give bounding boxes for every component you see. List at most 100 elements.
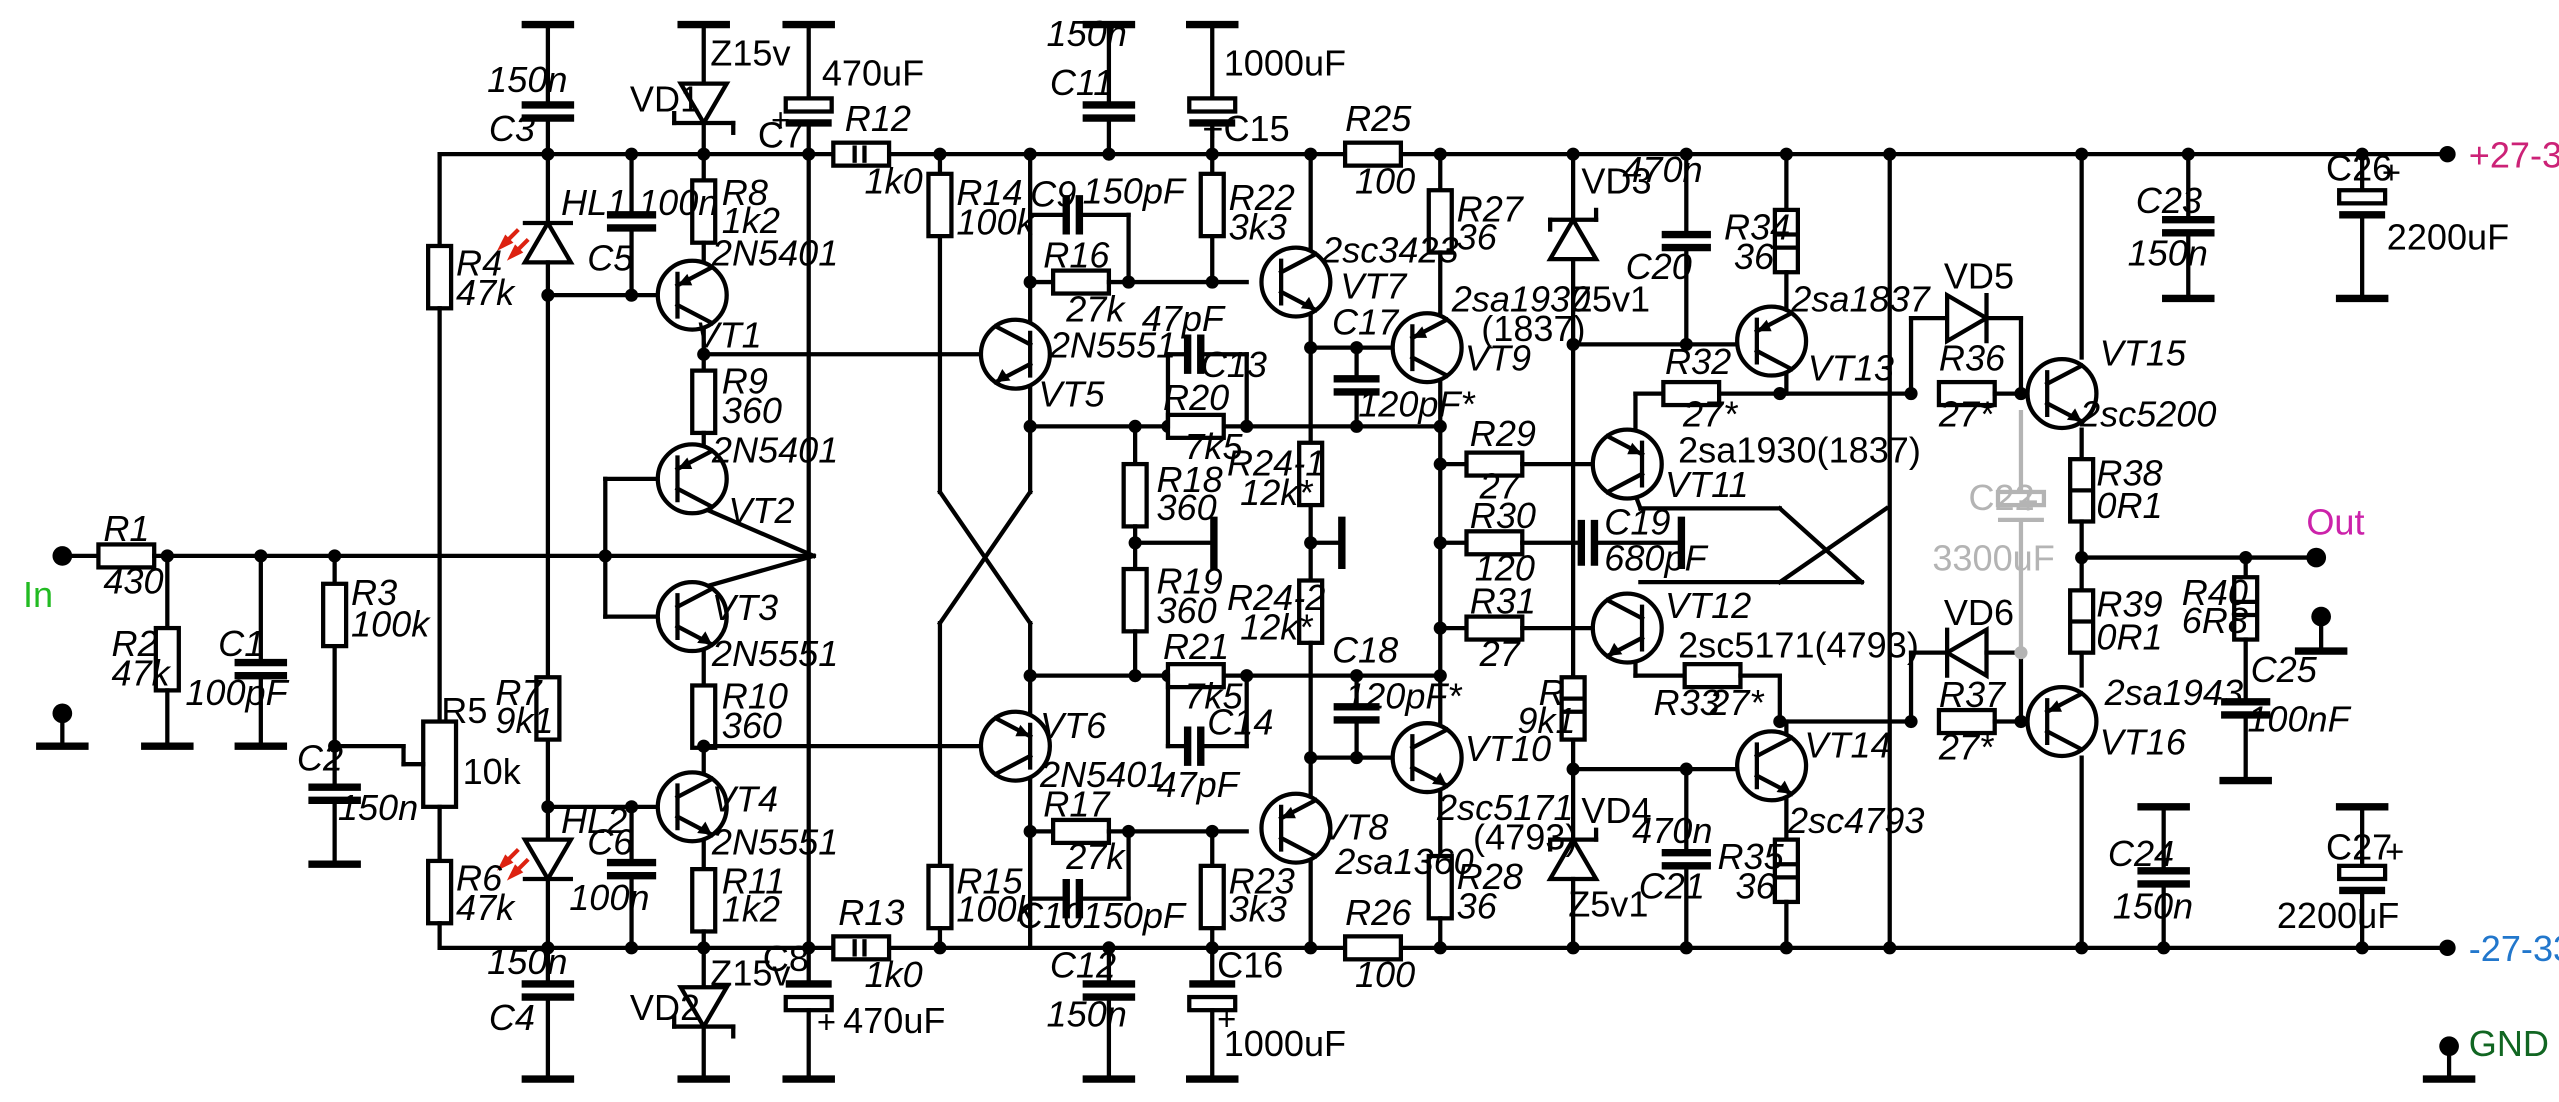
label-labels-c10v: 150pF	[1083, 895, 1187, 936]
label-labels-r30: R30	[1470, 495, 1536, 536]
label-labels-r13v: 1k0	[864, 954, 922, 995]
label-labels-r9: R9	[722, 361, 768, 402]
label-labels-vt10t: 2sc5171	[1436, 787, 1573, 828]
label-labels-c8: C8	[763, 938, 809, 979]
label-labels-c27v: 2200uF	[2277, 895, 2399, 936]
label-labels-hl1: HL1	[561, 182, 627, 223]
label-labels-c12: C12	[1050, 944, 1116, 985]
label-labels-r24-2v: 12k*	[1240, 607, 1314, 648]
label-labels-vt16t: 2sa1943	[2104, 672, 2243, 713]
label-labels-vd1: VD1	[630, 79, 700, 120]
label-labels-r15v: 100k	[956, 889, 1036, 930]
label-labels-vt3: VT3	[712, 587, 778, 628]
svg-text:+: +	[771, 101, 790, 138]
transistor-vt14-icon	[1737, 731, 1806, 800]
label-labels-r10v: 360	[722, 705, 782, 746]
label-labels-r19v: 360	[1156, 590, 1216, 631]
label-labels-r36v: 27*	[1938, 393, 1995, 434]
label-labels-r34v: 36	[1734, 236, 1775, 277]
label-labels-r24-1v: 12k*	[1240, 472, 1314, 513]
label-labels-vt3t: 2N5551	[711, 633, 838, 674]
label-labels-r33v: 27*	[1708, 682, 1765, 723]
label-labels-c8v: 470uF	[843, 1000, 945, 1041]
label-labels-r38v: 0R1	[2096, 485, 2162, 526]
label-labels-r18v: 360	[1156, 487, 1216, 528]
label-labels-rv: 9k1	[1517, 700, 1575, 741]
label-labels-r23: R23	[1229, 861, 1295, 902]
label-labels-r31: R31	[1470, 580, 1536, 621]
label-labels-c24: C24	[2108, 833, 2174, 874]
label-labels-vt5t: 2N5551	[1049, 324, 1176, 365]
label-labels-r6v: 47k	[456, 887, 516, 928]
wiring	[36, 20, 2476, 1083]
label-labels-vd2: VD2	[630, 987, 700, 1028]
label-labels-vt6t: 2N5401	[1039, 754, 1166, 795]
label-labels-r39v: 0R1	[2096, 616, 2162, 657]
label-labels-r9v: 360	[722, 390, 782, 431]
label-labels-c20v: 470n	[1622, 149, 1702, 190]
label-labels-vt15: VT15	[2100, 333, 2187, 374]
label-labels-c17: C17	[1332, 302, 1400, 343]
label-labels-c2: C2	[297, 738, 343, 779]
label-labels-r28v: 36	[1457, 885, 1498, 926]
transistor-vt11-icon	[1593, 430, 1662, 499]
label-labels-r32v: 27*	[1682, 393, 1739, 434]
label-labels-r: R	[1539, 672, 1565, 713]
label-labels-c13v: 47pF	[1142, 298, 1226, 339]
label-labels-r16: R16	[1043, 234, 1110, 275]
label-labels-c24v: 150n	[2113, 885, 2193, 926]
label-labels-c5v: 100n	[638, 182, 718, 223]
label-labels-vt14t: 2sc4793	[1787, 800, 1924, 841]
label-labels-c26v: 2200uF	[2387, 216, 2509, 257]
label-labels-c13: C13	[1201, 344, 1267, 385]
output-label: Out	[2306, 502, 2364, 543]
label-labels-vt10: VT10	[1465, 728, 1551, 769]
label-labels-c23v: 150n	[2128, 233, 2208, 274]
label-labels-c7: C7	[758, 115, 804, 156]
label-labels-vd4v: Z5v1	[1568, 884, 1648, 925]
label-labels-r3v: 100k	[351, 603, 431, 644]
label-labels-r39: R39	[2096, 584, 2162, 625]
label-labels-c6v: 100n	[569, 877, 649, 918]
label-labels-r2: R2	[112, 623, 158, 664]
label-labels-r17v: 27k	[1065, 836, 1126, 877]
label-labels-r6: R6	[456, 857, 503, 898]
label-labels-r7: R7	[495, 672, 543, 713]
label-labels-r27v: 36	[1457, 216, 1498, 257]
label-labels-vd5: VD5	[1944, 256, 2014, 297]
label-labels-c11: C11	[1050, 62, 1114, 103]
label-labels-c20: C20	[1626, 246, 1692, 287]
label-labels-r7v: 9k1	[495, 700, 553, 741]
component-labels: In Out +27-33v -27-33v GND R1 430 R2 47k…	[23, 13, 2559, 1064]
label-labels-r3: R3	[351, 572, 397, 613]
label-labels-r25: R25	[1345, 98, 1412, 139]
label-labels-r32: R32	[1665, 341, 1731, 382]
label-labels-r31v: 27	[1479, 633, 1522, 674]
svg-text:+: +	[2385, 833, 2404, 870]
transistor-vt16-icon	[2028, 687, 2097, 756]
svg-text:+: +	[1217, 1000, 1236, 1037]
label-labels-r1v: 430	[103, 561, 163, 602]
label-labels-vt11: VT11	[1665, 464, 1749, 505]
label-labels-c25: C25	[2251, 649, 2318, 690]
label-labels-r16v: 27k	[1065, 288, 1126, 329]
label-labels-r22v: 3k3	[1229, 206, 1287, 247]
label-labels-vt8t: 2sa1360	[1334, 841, 1473, 882]
label-labels-c18v: 120pF*	[1345, 675, 1463, 716]
label-labels-c7v: 470uF	[822, 52, 924, 93]
label-labels-vt1t: 2N5401	[711, 233, 838, 274]
label-labels-vt6: VT6	[1040, 705, 1107, 746]
label-labels-r37v: 27*	[1938, 726, 1995, 767]
label-labels-c25v: 100nF	[2247, 698, 2351, 739]
transistor-vt9-icon	[1393, 313, 1462, 382]
label-labels-r5: R5	[441, 690, 487, 731]
label-labels-c1v: 100pF	[185, 672, 289, 713]
label-labels-r40v: 6R8	[2182, 600, 2248, 641]
label-labels-r20v: 7k5	[1184, 426, 1243, 467]
label-labels-r12: R12	[845, 98, 911, 139]
label-labels-r26: R26	[1345, 892, 1412, 933]
label-labels-c2v: 150n	[338, 787, 418, 828]
pos-rail-label: +27-33v	[2469, 134, 2559, 175]
label-labels-vt15t: 2sc5200	[2079, 393, 2216, 434]
